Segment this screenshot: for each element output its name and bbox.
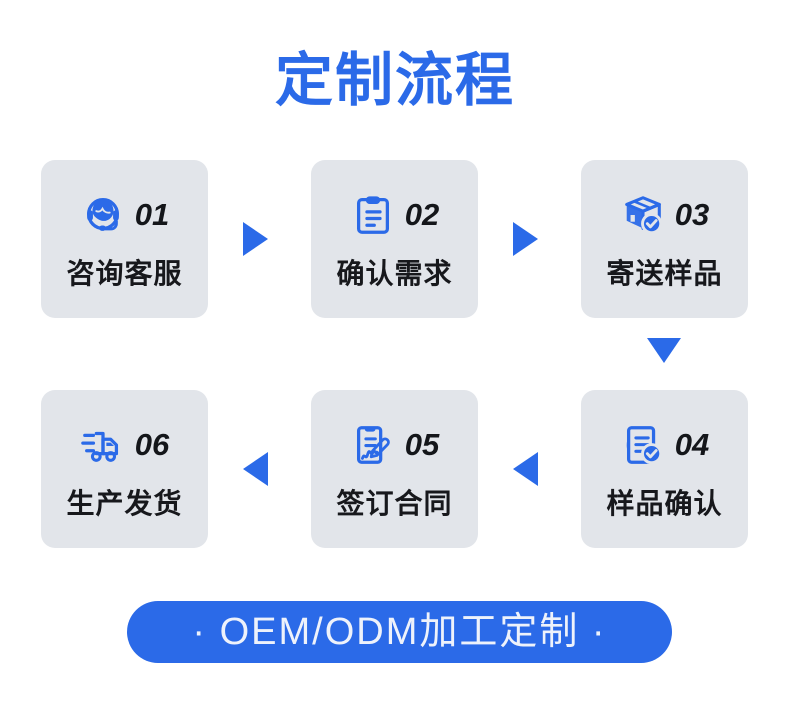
page-title: 定制流程 [274, 48, 515, 113]
step-card-01-number: 01 [134, 197, 170, 232]
arrow-step5-to-step6-icon [243, 452, 268, 486]
step-card-02-number: 02 [404, 197, 440, 232]
step-card-05[interactable]: 05 签订合同 [311, 390, 478, 548]
step-card-05-label: 签订合同 [336, 488, 453, 519]
step-card-06-number: 06 [134, 427, 170, 462]
oem-odm-banner[interactable]: · OEM/ODM加工定制 · [127, 601, 672, 663]
step-card-03[interactable]: 03 寄送样品 [581, 160, 748, 318]
contract-sign-icon [350, 422, 396, 468]
step-card-03-label: 寄送样品 [606, 258, 723, 289]
clipboard-list-icon [350, 192, 396, 238]
step-card-06[interactable]: 06 生产发货 [41, 390, 208, 548]
step-card-03-number: 03 [674, 197, 710, 232]
delivery-truck-icon [80, 422, 126, 468]
step-card-02-label: 确认需求 [336, 258, 453, 289]
headset-support-icon [80, 192, 126, 238]
step-card-01-label: 咨询客服 [66, 258, 183, 289]
step-card-01[interactable]: 01 咨询客服 [41, 160, 208, 318]
package-check-icon [620, 192, 666, 238]
document-check-icon [620, 422, 666, 468]
arrow-step1-to-step2-icon [243, 222, 268, 256]
step-card-04[interactable]: 04 样品确认 [581, 390, 748, 548]
step-card-06-header: 06 [41, 414, 208, 476]
step-card-02-header: 02 [311, 184, 478, 246]
step-card-05-header: 05 [311, 414, 478, 476]
arrow-step2-to-step3-icon [513, 222, 538, 256]
arrow-step4-to-step5-icon [513, 452, 538, 486]
step-card-04-number: 04 [674, 427, 710, 462]
arrow-step3-to-step4-icon [647, 338, 681, 363]
step-card-02[interactable]: 02 确认需求 [311, 160, 478, 318]
step-card-04-label: 样品确认 [606, 488, 723, 519]
step-card-03-header: 03 [581, 184, 748, 246]
step-card-06-label: 生产发货 [66, 488, 183, 519]
step-card-01-header: 01 [41, 184, 208, 246]
step-card-05-number: 05 [404, 427, 440, 462]
oem-odm-banner-label: · OEM/ODM加工定制 · [192, 611, 607, 653]
step-card-04-header: 04 [581, 414, 748, 476]
